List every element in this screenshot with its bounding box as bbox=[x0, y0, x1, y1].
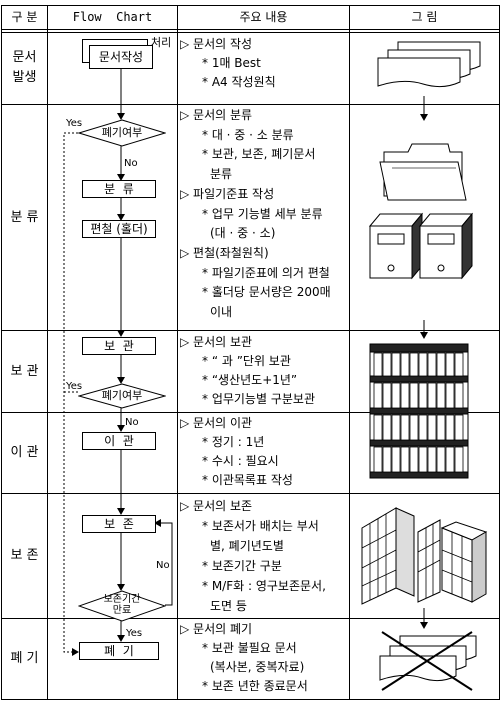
doc-create-label: 문서작성 bbox=[98, 50, 144, 64]
content-issue: ▷ 문서의 작성 * 1매 Best * A4 작성원칙 bbox=[180, 35, 376, 92]
yes-label-3: Yes bbox=[126, 628, 143, 639]
content-issue-item: * 1매 Best bbox=[202, 56, 261, 70]
content-store: ▷ 문서의 보관 * “ 과 ”단위 보관 * “생산년도+1년” * 업무기능… bbox=[180, 333, 376, 409]
content-classify-item-cont: 이내 bbox=[210, 305, 233, 320]
dispose-box: 폐 기 bbox=[79, 642, 159, 660]
content-store-item: * 업무기능별 구분보관 bbox=[202, 392, 315, 406]
filing-shelf-icon bbox=[369, 343, 469, 479]
yes-label-1: Yes bbox=[66, 118, 83, 129]
no-label-2: No bbox=[125, 417, 139, 428]
content-dispose-item-cont: (복사본, 중복자료) bbox=[210, 660, 305, 674]
content-preserve-item: * 보존서가 배치는 부서 bbox=[202, 519, 319, 533]
mobile-archive-shelves-icon bbox=[361, 507, 488, 605]
content-classify: ▷ 문서의 분류 * 대 · 중 · 소 분류 * 보관, 보존, 폐기문서 분… bbox=[180, 106, 376, 323]
content-store-item: * “ 과 ”단위 보관 bbox=[202, 354, 291, 368]
content-transfer: ▷ 문서의 이관 * 정기 : 1년 * 수시 : 필요시 * 이관목록표 작성 bbox=[180, 414, 376, 490]
category-dispose: 폐 기 bbox=[10, 651, 39, 666]
category-issue-line1: 문서 bbox=[12, 50, 37, 65]
content-transfer-title: ▷ 문서의 이관 bbox=[180, 416, 253, 430]
content-classify-item: * 파일기준표에 의거 편철 bbox=[202, 265, 330, 280]
header-flow-chart: Flow Chart bbox=[72, 10, 153, 24]
preserve-expire-line2: 만료 bbox=[112, 605, 132, 616]
discard-check-diamond-2 bbox=[78, 383, 166, 409]
category-issue-line2: 발생 bbox=[12, 70, 37, 85]
content-issue-title: ▷ 문서의 작성 bbox=[180, 37, 253, 51]
yes-label-2: Yes bbox=[66, 381, 83, 392]
content-transfer-item: * 이관목록표 작성 bbox=[202, 473, 293, 487]
discard-check-diamond-1 bbox=[78, 119, 166, 147]
content-classify-item: * 대 · 중 · 소 분류 bbox=[202, 127, 294, 142]
content-file-standard-title: ▷ 파일기준표 작성 bbox=[180, 186, 275, 201]
header-category: 구 분 bbox=[11, 10, 38, 24]
content-store-title: ▷ 문서의 보관 bbox=[180, 335, 253, 349]
content-classify-item-cont: 분류 bbox=[210, 167, 233, 182]
category-transfer: 이 관 bbox=[10, 445, 39, 460]
transfer-box: 이 관 bbox=[82, 432, 156, 450]
content-store-item: * “생산년도+1년” bbox=[202, 373, 298, 387]
binder-box: 편철 (홀더) bbox=[82, 220, 156, 238]
discard-check-1-label: 폐기여부 bbox=[101, 126, 143, 139]
doc-stack-front: 문서작성 bbox=[89, 45, 153, 69]
header-picture: 그 림 bbox=[411, 10, 438, 24]
content-dispose-item: * 보관 불필요 문서 bbox=[202, 641, 297, 655]
content-classify-item: * 업무 기능별 세부 분류 bbox=[202, 206, 323, 221]
crossed-out-papers-icon bbox=[379, 631, 477, 691]
no-label-1: No bbox=[124, 158, 138, 169]
preserve-box: 보 존 bbox=[82, 515, 156, 533]
content-dispose-item: * 보존 년한 종료문서 bbox=[202, 679, 308, 693]
content-transfer-item: * 수시 : 필요시 bbox=[202, 454, 279, 468]
file-folder-icon bbox=[379, 143, 467, 201]
preserve-expire-line1: 보존기간 bbox=[103, 594, 141, 605]
content-classify-item: * 홀더당 문서량은 200매 bbox=[202, 285, 331, 300]
binder-files-icon bbox=[368, 212, 474, 280]
content-preserve-item-cont: 별, 폐기년도별 bbox=[210, 539, 284, 553]
content-issue-item: * A4 작성원칙 bbox=[202, 75, 276, 89]
category-store: 보 관 bbox=[10, 364, 39, 379]
category-preserve: 보 존 bbox=[10, 548, 39, 563]
stacked-papers-icon bbox=[377, 41, 481, 88]
content-binding-title: ▷ 편철(좌철원칙) bbox=[180, 245, 269, 260]
content-preserve-item: * 보존기간 구분 bbox=[202, 559, 282, 573]
process-label: 처리 bbox=[151, 36, 172, 49]
content-dispose: ▷ 문서의 폐기 * 보관 불필요 문서 (복사본, 중복자료) * 보존 년한… bbox=[180, 620, 376, 696]
content-preserve-item: * M/F화 : 영구보존문서, bbox=[202, 579, 326, 593]
content-preserve: ▷ 문서의 보존 * 보존서가 배치는 부서 별, 폐기년도별 * 보존기간 구… bbox=[180, 496, 376, 616]
preserve-expire-diamond bbox=[78, 590, 166, 622]
content-preserve-item-cont: 도면 등 bbox=[210, 599, 247, 613]
content-dispose-title: ▷ 문서의 폐기 bbox=[180, 622, 253, 636]
discard-check-2-label: 폐기여부 bbox=[101, 389, 143, 402]
content-transfer-item: * 정기 : 1년 bbox=[202, 435, 265, 449]
category-classify: 분 류 bbox=[10, 210, 39, 225]
no-label-3: No bbox=[156, 560, 170, 571]
content-classify-item-cont: (대 · 중 · 소) bbox=[210, 226, 276, 241]
content-classify-item: * 보관, 보존, 폐기문서 bbox=[202, 147, 316, 162]
preserve-expire-label: 보존기간 만료 bbox=[78, 594, 166, 616]
content-classify-title: ▷ 문서의 분류 bbox=[180, 108, 253, 122]
header-main-content: 주요 내용 bbox=[239, 10, 288, 24]
content-preserve-title: ▷ 문서의 보존 bbox=[180, 499, 253, 513]
classify-box: 분 류 bbox=[82, 180, 156, 198]
category-issue: 문서 발생 bbox=[2, 48, 47, 88]
store-box: 보 관 bbox=[82, 337, 156, 355]
